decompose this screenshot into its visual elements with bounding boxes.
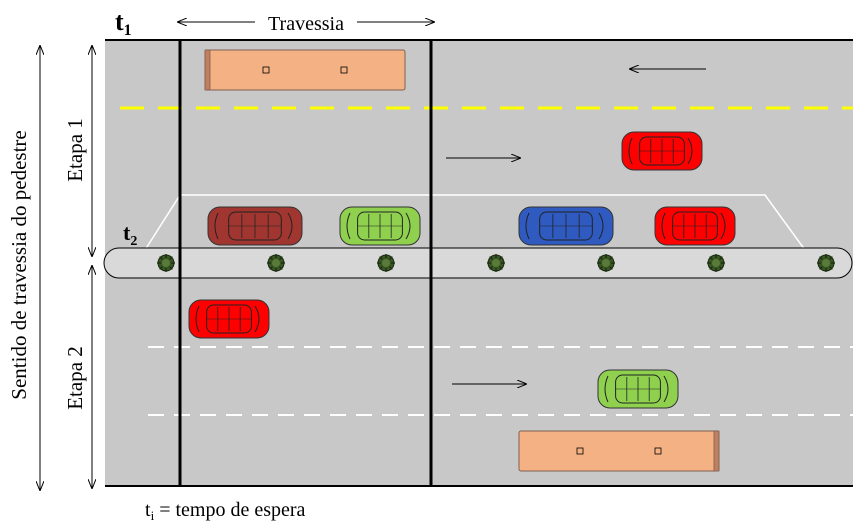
tree-icon bbox=[817, 254, 835, 272]
t1-label: t1 bbox=[115, 7, 132, 39]
car bbox=[654, 206, 736, 246]
crossing-label: Travessia bbox=[268, 13, 344, 35]
t2-label: t2 bbox=[123, 220, 137, 249]
pedestrian-direction-label: Sentido de travessia do pedestre bbox=[7, 130, 31, 399]
car bbox=[188, 299, 270, 339]
stage1-label: Etapa 1 bbox=[63, 118, 87, 182]
tree-icon bbox=[157, 254, 175, 272]
car bbox=[518, 206, 614, 246]
car bbox=[339, 206, 421, 246]
tree-icon bbox=[377, 254, 395, 272]
bus bbox=[204, 49, 406, 91]
bus bbox=[518, 430, 720, 472]
car bbox=[597, 369, 679, 409]
vehicles bbox=[188, 49, 736, 472]
tree-icon bbox=[487, 254, 505, 272]
median-island bbox=[103, 247, 853, 279]
waiting-area-outline bbox=[144, 194, 806, 251]
median-trees bbox=[157, 254, 835, 272]
car bbox=[207, 206, 303, 246]
tree-icon bbox=[267, 254, 285, 272]
tree-icon bbox=[597, 254, 615, 272]
stage2-label: Etapa 2 bbox=[63, 346, 87, 410]
footnote: ti = tempo de espera bbox=[145, 499, 306, 523]
car bbox=[621, 131, 703, 171]
tree-icon bbox=[707, 254, 725, 272]
